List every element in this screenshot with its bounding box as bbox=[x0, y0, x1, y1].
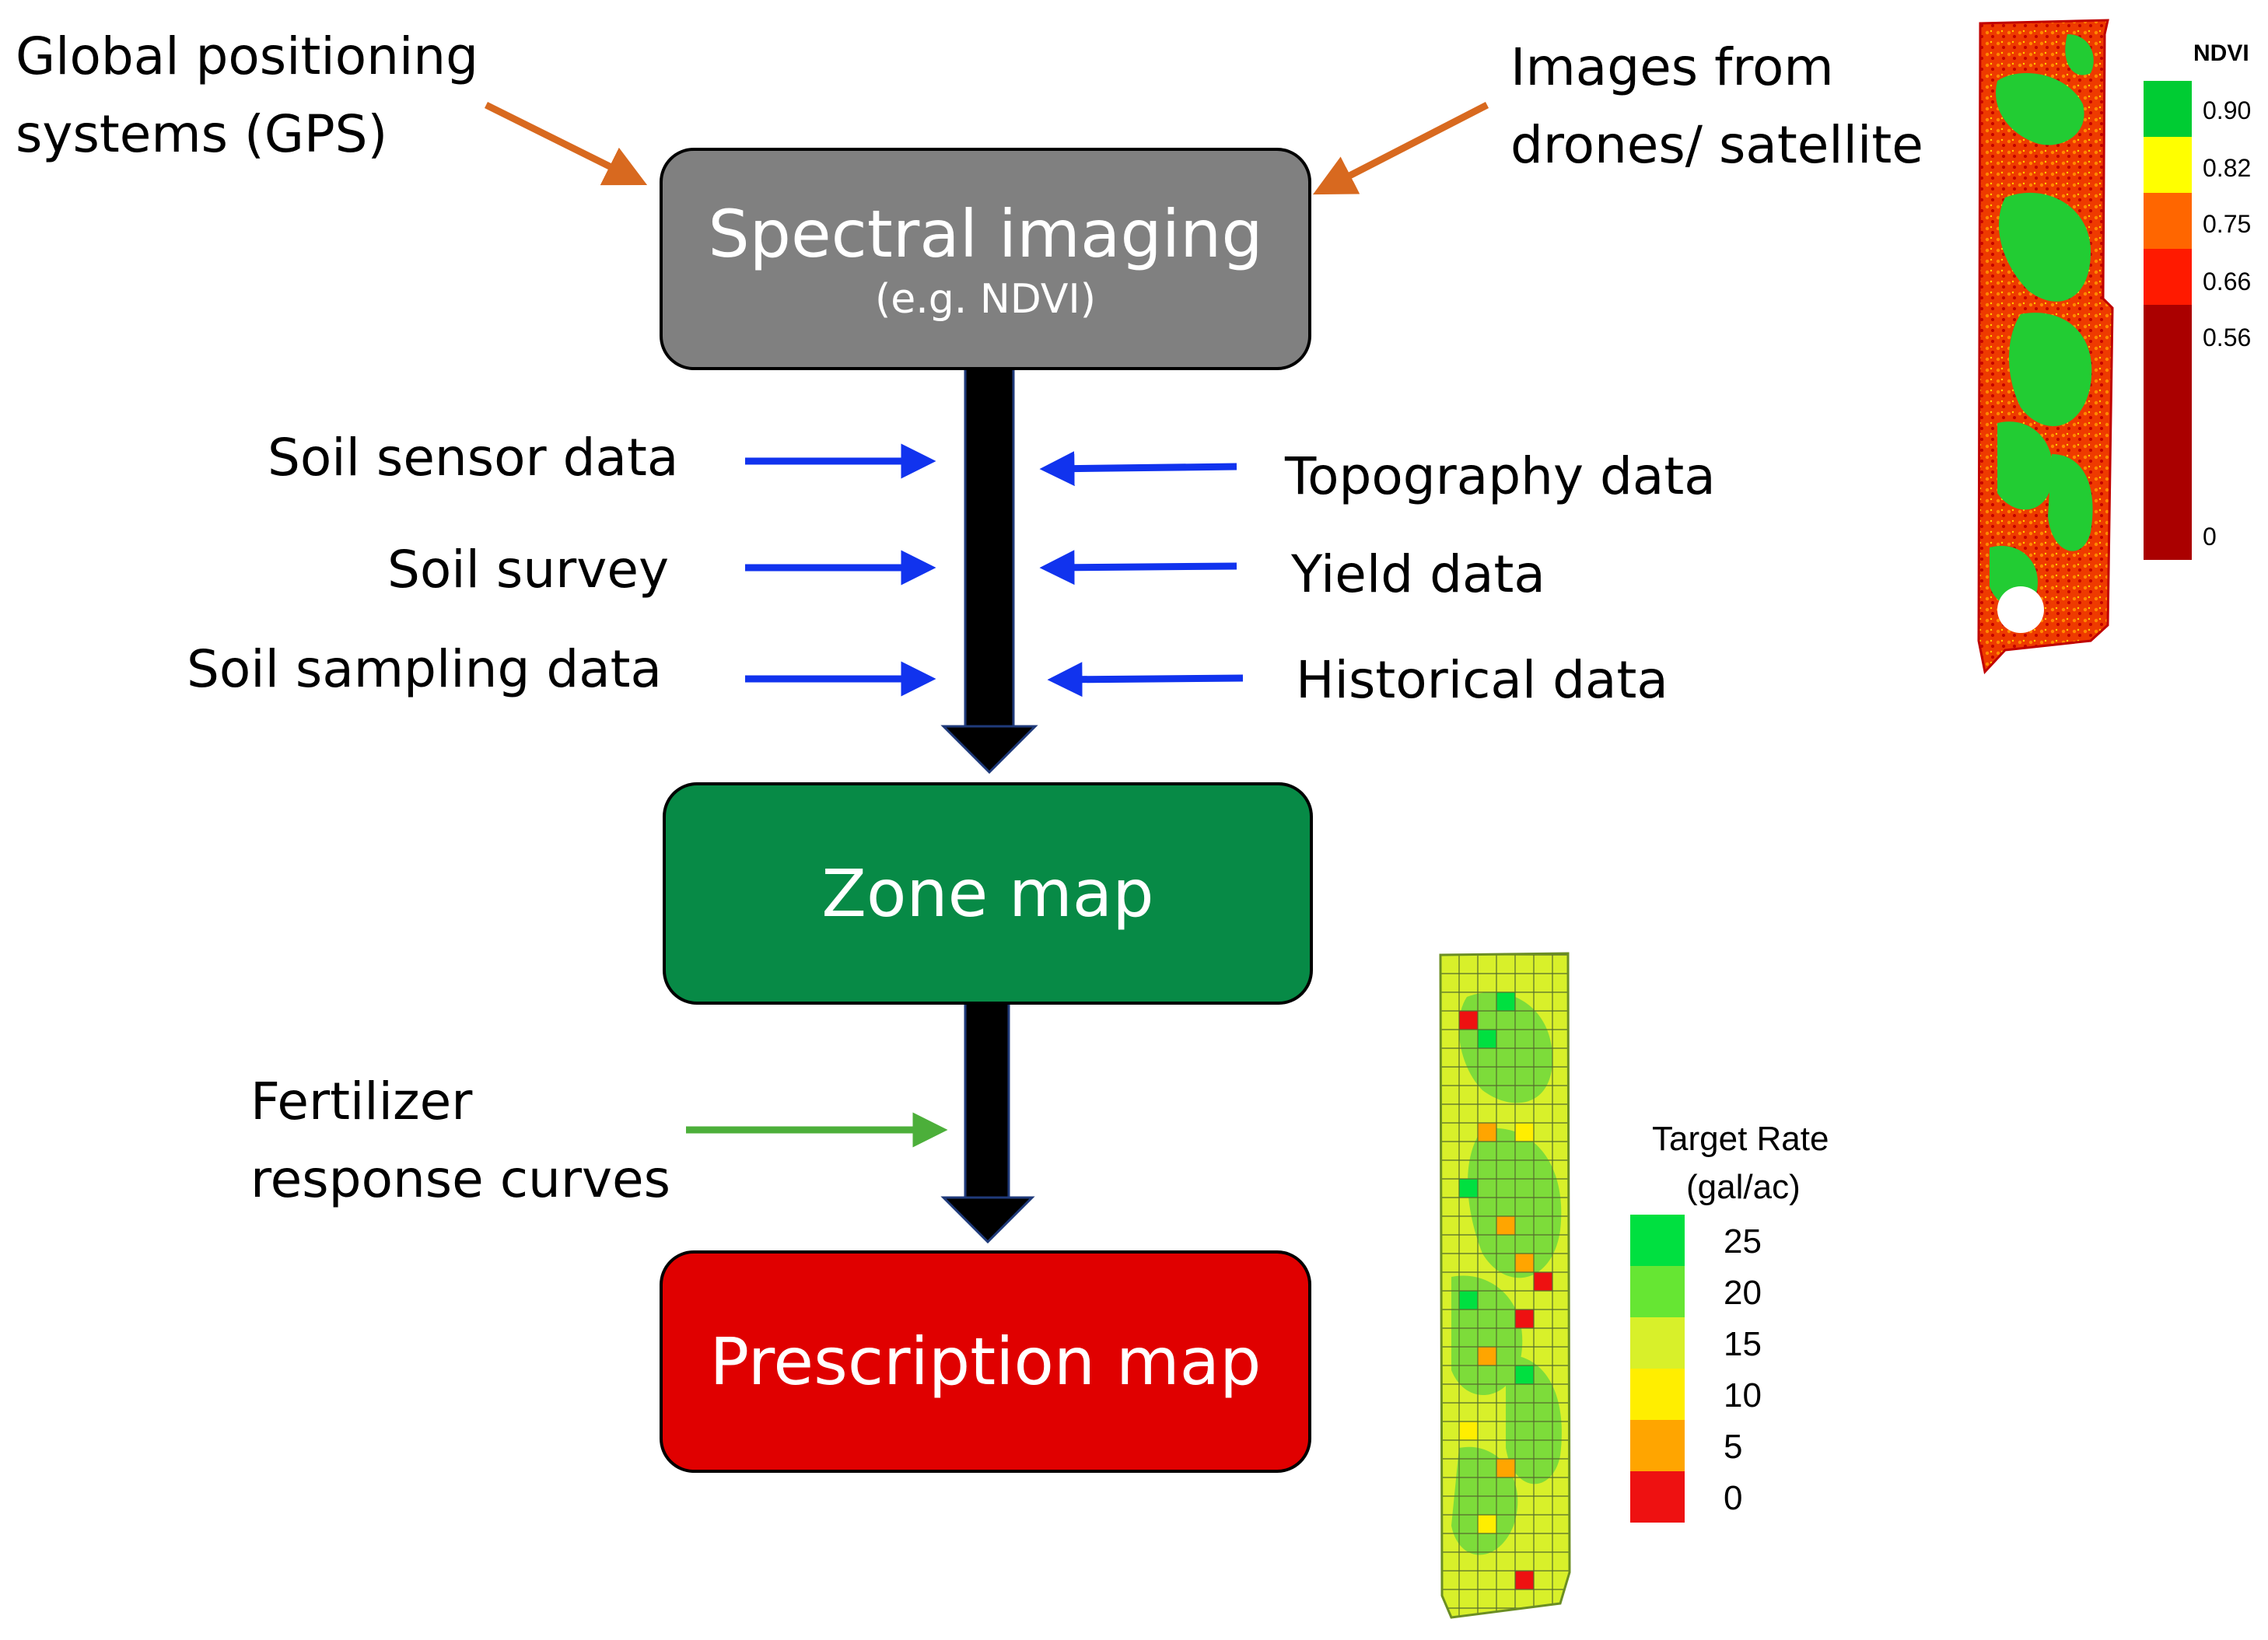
historical-arrow bbox=[1047, 662, 1244, 698]
fertilizer-label-line1: Fertilizer bbox=[250, 1072, 473, 1131]
rate-legend-swatch bbox=[1630, 1420, 1685, 1471]
topography-label: Topography data bbox=[1285, 446, 1716, 506]
rate-legend-tick: 0 bbox=[1724, 1479, 1743, 1517]
ndvi-field-image bbox=[1977, 19, 2114, 675]
soil-survey-label: Soil survey bbox=[387, 540, 670, 600]
gps-label-line1: Global positioning bbox=[16, 26, 478, 86]
rate-legend-tick: 25 bbox=[1724, 1222, 1762, 1261]
spectral-imaging-subtitle: (e.g. NDVI) bbox=[874, 276, 1097, 323]
ndvi-legend-tick: 0.75 bbox=[2203, 210, 2252, 238]
ndvi-legend-swatch bbox=[2144, 305, 2192, 560]
rate-legend-swatch bbox=[1630, 1369, 1685, 1420]
rate-legend-swatch bbox=[1630, 1317, 1685, 1369]
rate-legend-swatch bbox=[1630, 1215, 1685, 1266]
historical-label: Historical data bbox=[1296, 650, 1668, 710]
rate-legend-tick: 5 bbox=[1724, 1428, 1743, 1466]
rate-legend-title-line2: (gal/ac) bbox=[1686, 1168, 1801, 1206]
yield-arrow bbox=[1039, 550, 1237, 586]
gps-arrow bbox=[484, 101, 648, 186]
yield-label: Yield data bbox=[1291, 544, 1545, 604]
prescription-map-title: Prescription map bbox=[709, 1324, 1262, 1400]
ndvi-legend-swatch bbox=[2144, 249, 2192, 305]
images-label-line2: drones/ satellite bbox=[1510, 115, 1923, 175]
ndvi-legend-swatch bbox=[2144, 81, 2192, 137]
rate-legend-tick: 20 bbox=[1724, 1274, 1762, 1312]
ndvi-legend-tick: 0.66 bbox=[2203, 268, 2252, 295]
spectral-imaging-box: Spectral imaging (e.g. NDVI) bbox=[660, 148, 1311, 370]
spectral-imaging-title: Spectral imaging bbox=[708, 196, 1263, 272]
rate-legend-title-line1: Target Rate bbox=[1652, 1120, 1829, 1158]
ndvi-legend-tick: 0.90 bbox=[2203, 96, 2252, 124]
ndvi-legend bbox=[2144, 81, 2192, 560]
ndvi-legend-tick: 0.56 bbox=[2203, 323, 2252, 351]
soil-sensor-label: Soil sensor data bbox=[268, 428, 679, 488]
rate-legend bbox=[1630, 1215, 1685, 1523]
rate-legend-tick: 10 bbox=[1724, 1376, 1762, 1414]
ndvi-legend-title: NDVI bbox=[2193, 40, 2249, 66]
prescription-map-box: Prescription map bbox=[660, 1250, 1311, 1473]
images-arrow bbox=[1312, 101, 1489, 195]
topography-arrow bbox=[1039, 451, 1237, 487]
rate-legend-swatch bbox=[1630, 1471, 1685, 1523]
prescription-field-image bbox=[1439, 952, 1571, 1619]
rate-legend-tick: 15 bbox=[1724, 1325, 1762, 1363]
fertilizer-label-line2: response curves bbox=[250, 1149, 671, 1209]
main-arrow-1 bbox=[940, 364, 1038, 775]
zone-map-box: Zone map bbox=[663, 782, 1313, 1005]
zone-map-title: Zone map bbox=[821, 855, 1154, 932]
soil-sampling-label: Soil sampling data bbox=[187, 639, 662, 699]
ndvi-legend-swatch bbox=[2144, 137, 2192, 193]
ndvi-legend-swatch bbox=[2144, 193, 2192, 249]
main-arrow-2 bbox=[940, 1002, 1035, 1244]
gps-label-line2: systems (GPS) bbox=[16, 104, 388, 164]
images-label-line1: Images from bbox=[1510, 37, 1834, 97]
ndvi-legend-tick: 0.82 bbox=[2203, 154, 2252, 182]
rate-legend-swatch bbox=[1630, 1266, 1685, 1317]
ndvi-legend-tick: 0 bbox=[2203, 523, 2217, 551]
